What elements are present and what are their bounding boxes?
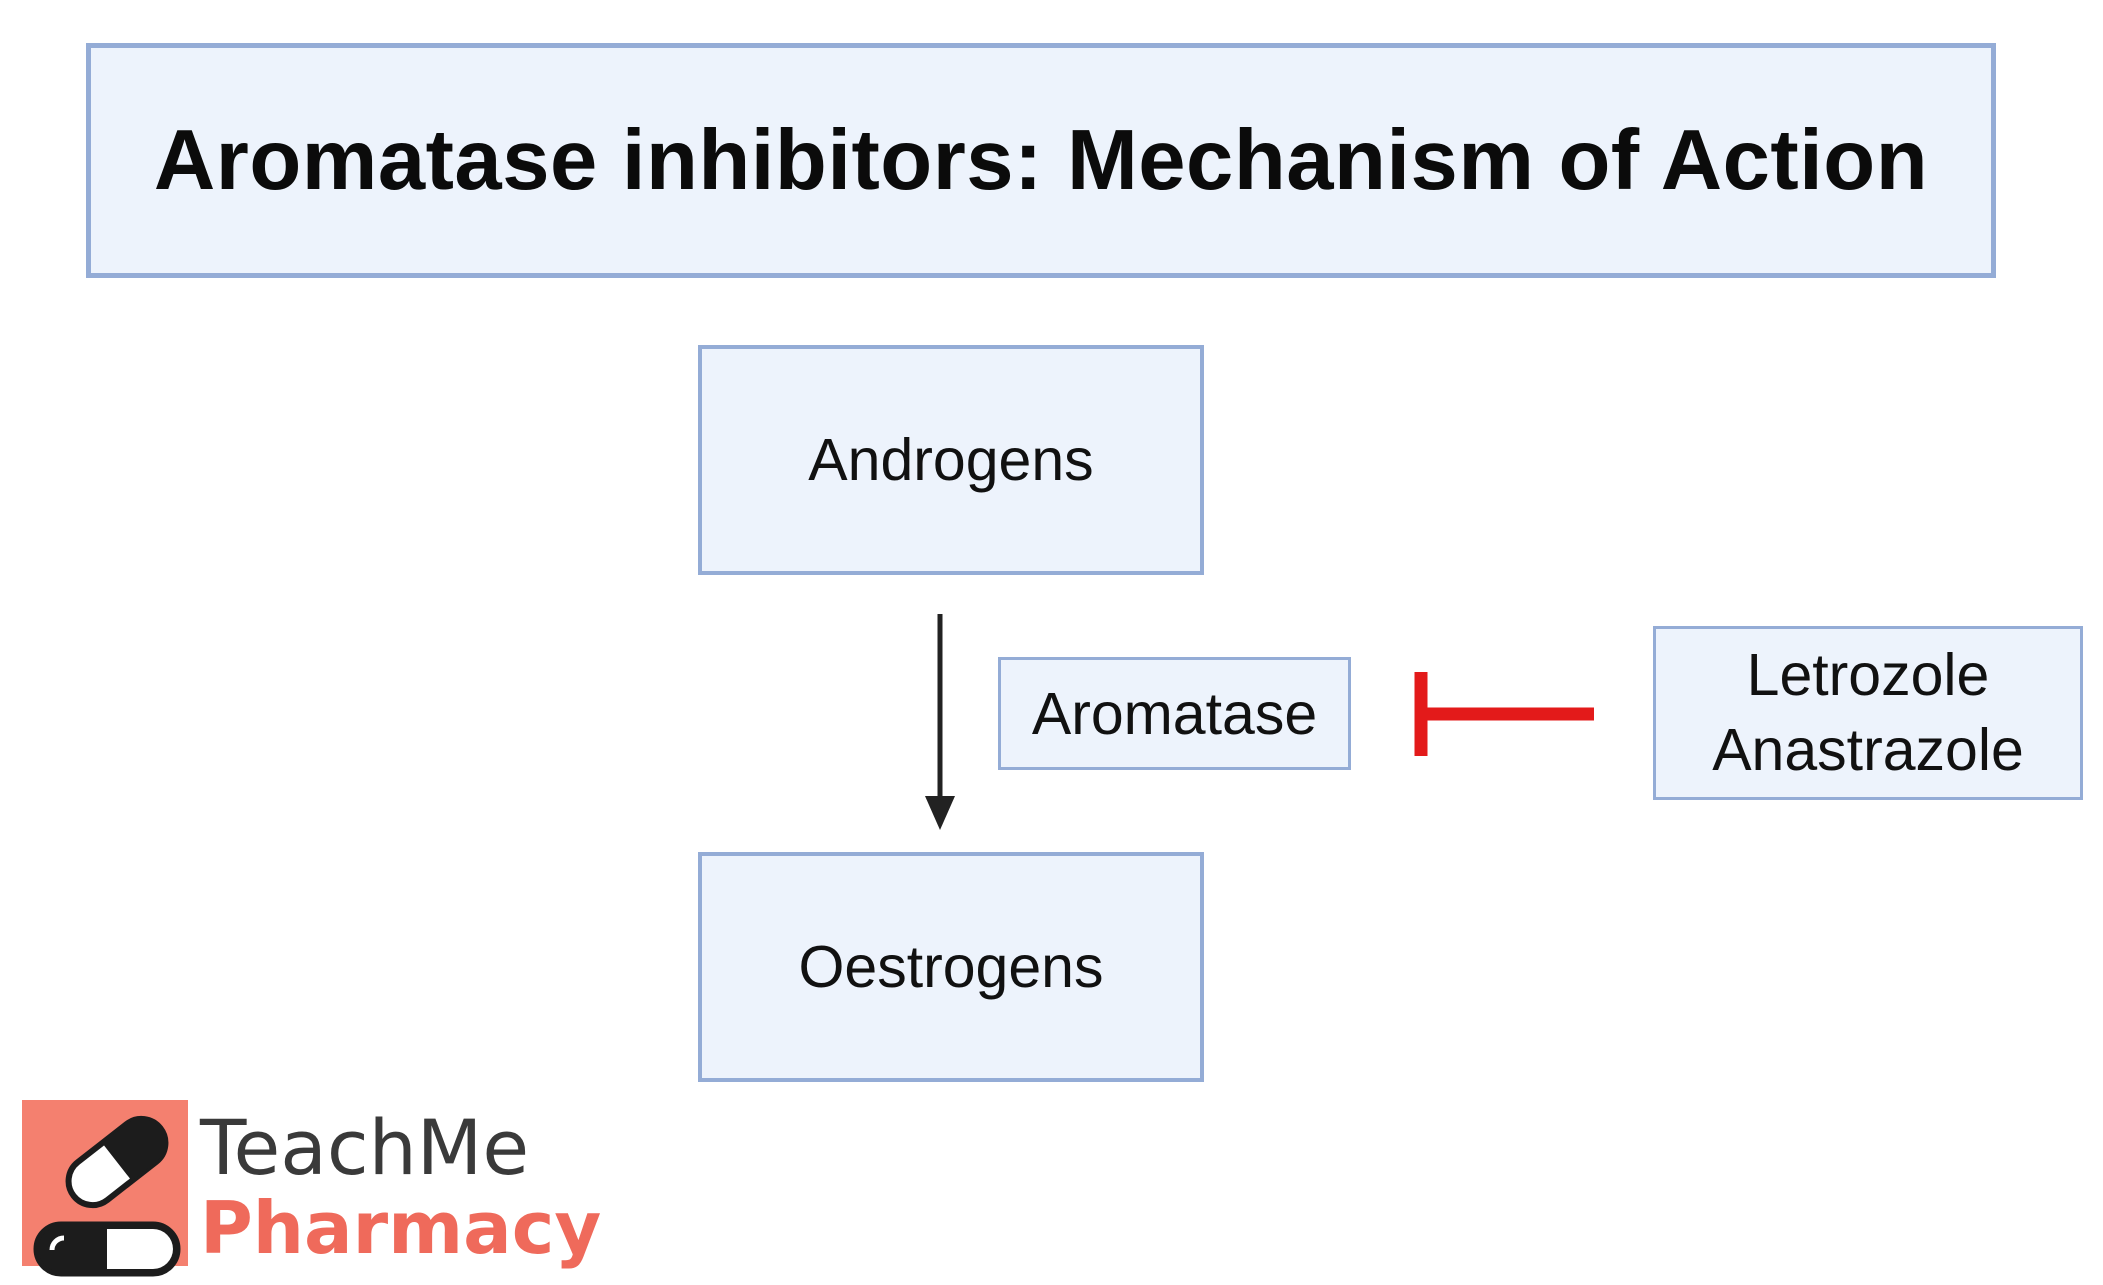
inhibitor-drugs-node: Letrozole Anastrazole xyxy=(1653,626,2083,800)
logo-text-teachme: TeachMe xyxy=(200,1103,530,1192)
conversion-arrow-head xyxy=(925,796,955,830)
aromatase-label: Aromatase xyxy=(1031,680,1318,747)
title-box: Aromatase inhibitors: Mechanism of Actio… xyxy=(86,43,1996,278)
oestrogens-node: Oestrogens xyxy=(698,852,1204,1082)
oestrogens-label: Oestrogens xyxy=(798,934,1104,1000)
letrozole-label: Letrozole xyxy=(1746,642,1990,708)
androgens-node: Androgens xyxy=(698,345,1204,575)
logo-text-pharmacy: Pharmacy xyxy=(200,1186,602,1270)
diagram-title: Aromatase inhibitors: Mechanism of Actio… xyxy=(153,112,1929,208)
anastrazole-label: Anastrazole xyxy=(1712,717,2024,783)
aromatase-node: Aromatase xyxy=(998,657,1351,770)
androgens-label: Androgens xyxy=(808,427,1094,493)
teachme-pharmacy-logo-icon xyxy=(22,1100,188,1277)
